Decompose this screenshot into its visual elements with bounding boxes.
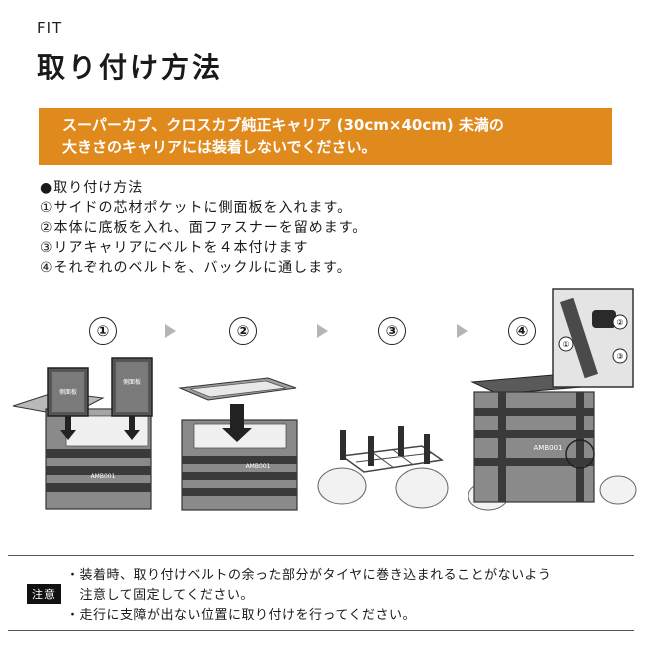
step-4-inset: ① ② ③ [552,288,634,388]
brand-label: AMB001 [246,463,271,470]
step-arrow-icon [457,324,468,338]
section-label: FIT [37,19,63,37]
step-1-illustration: 側面板 側面板 AMB001 [12,357,153,510]
warning-banner: スーパーカブ、クロスカブ純正キャリア (30cm×40cm) 未満の 大きさのキ… [39,108,612,165]
notice-line-3: ・走行に支障が出ない位置に取り付けを行ってください。 [66,608,416,623]
panel-label: 側面板 [59,388,77,396]
step-number-2: ② [229,317,257,345]
notice-line-2: 注意して固定してください。 [66,588,254,603]
step-3-illustration [317,426,449,509]
steps-figure: ① ② ③ ④ 側面板 側面板 AMB001 AMB001 [0,286,650,516]
inset-step-1: ① [562,340,569,349]
instruction-step-4: ④それぞれのベルトを、バックルに通します。 [40,260,352,276]
step-number-1: ① [89,317,117,345]
notice-divider-top [8,555,634,556]
notice-divider-bottom [8,630,634,631]
panel-label: 側面板 [123,378,141,386]
step-2-illustration: AMB001 [178,377,298,511]
notice-tag: 注意 [27,584,61,604]
step-4-illustration: AMB001 [468,371,637,511]
step-number-3: ③ [378,317,406,345]
step-number-4: ④ [508,317,536,345]
warning-line-2: 大きさのキャリアには装着しないでください。 [62,138,377,156]
brand-label: AMB001 [91,473,116,480]
brand-label: AMB001 [534,444,563,452]
notice-text: ・装着時、取り付けベルトの余った部分がタイヤに巻き込まれることがないよう 注意し… [66,566,551,626]
notice-line-1: ・装着時、取り付けベルトの余った部分がタイヤに巻き込まれることがないよう [66,568,552,583]
instruction-step-3: ③リアキャリアにベルトを４本付けます [40,240,309,256]
instructions: ●取り付け方法 ①サイドの芯材ポケットに側面板を入れます。 ②本体に底板を入れ、… [40,178,367,278]
instruction-step-1: ①サイドの芯材ポケットに側面板を入れます。 [40,200,353,216]
warning-line-1: スーパーカブ、クロスカブ純正キャリア (30cm×40cm) 未満の [62,116,504,134]
inset-step-3: ③ [616,352,623,361]
instruction-step-2: ②本体に底板を入れ、面ファスナーを留めます。 [40,220,368,236]
inset-step-2: ② [616,318,623,327]
instructions-heading: ●取り付け方法 [40,180,144,196]
step-arrow-icon [317,324,328,338]
step-arrow-icon [165,324,176,338]
page-title: 取り付け方法 [37,51,224,84]
